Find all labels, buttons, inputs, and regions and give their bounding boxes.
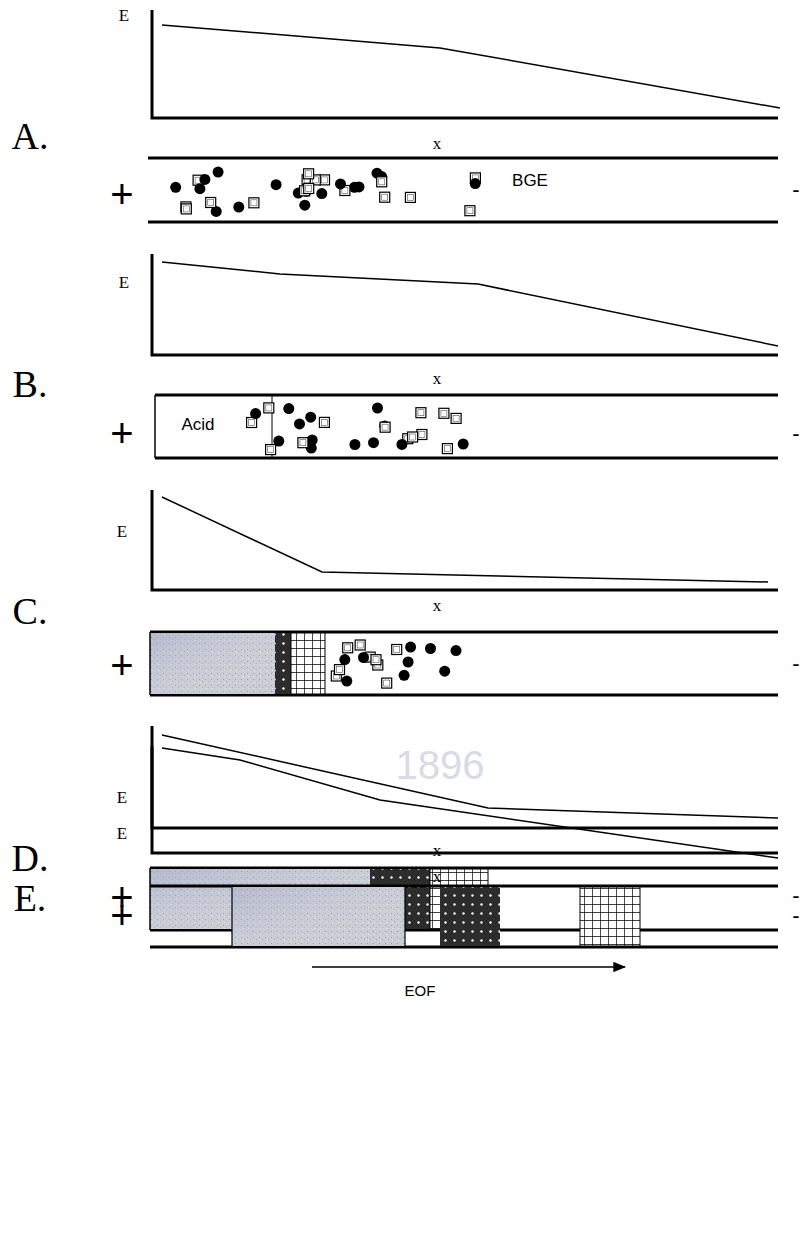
axis-label: x [433,597,442,614]
axis-label: B. [13,365,48,403]
watermark: 1896 [396,745,485,785]
axis-label: - [792,905,799,927]
axis-label: x [433,868,442,885]
analyte-particles [247,403,469,455]
eof-arrow [312,966,625,967]
capillary-e [150,886,778,967]
axis-label: - [792,885,799,907]
axis-label: + [110,413,133,453]
analyte-particles [331,640,461,688]
axis-label: x [433,135,442,152]
axis-label: E [117,825,127,842]
axis-label: + [110,645,133,685]
axis-label: BGE [510,171,550,190]
axis-label: E [117,789,127,806]
axis-label: + [110,895,133,935]
axis-label: E [119,274,129,291]
analyte-particles [170,167,481,217]
axis-label: Acid [179,415,216,434]
axis-label: + [110,174,133,214]
axis-label: EOF [405,983,436,998]
axis-label: x [433,370,442,387]
axis-label: x [433,842,442,859]
axis-label: A. [12,117,49,155]
axis-label: E [119,7,129,24]
axis-label: - [792,653,799,675]
axis-label: D. [12,839,49,877]
axis-label: - [792,179,799,201]
axis-label: E [117,523,127,540]
axis-label: - [792,423,799,445]
axis-label: C. [13,592,48,630]
axis-label: E. [14,879,47,917]
